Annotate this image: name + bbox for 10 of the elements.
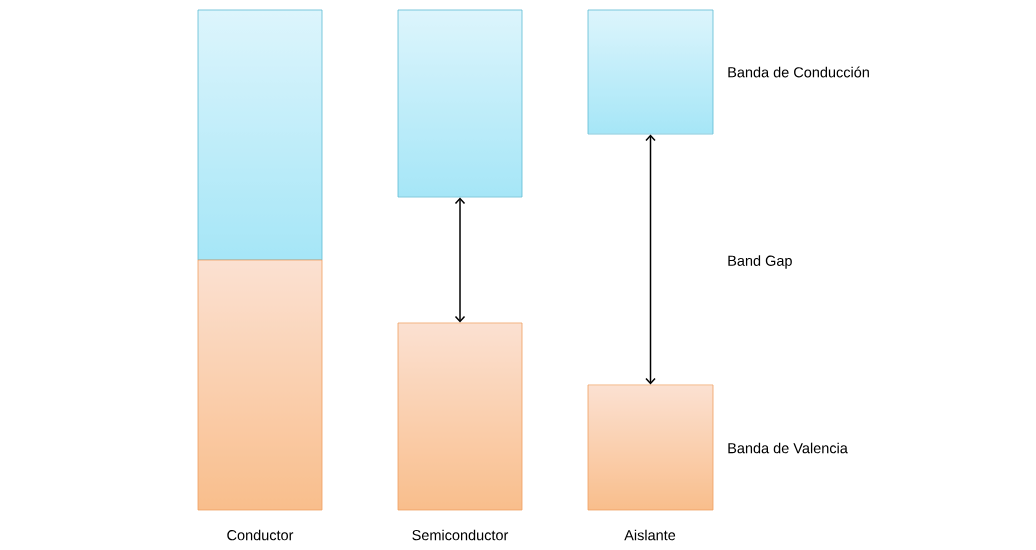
band-box — [397, 9, 523, 198]
double-arrow — [454, 197, 466, 323]
band-box — [587, 9, 714, 135]
double-arrow — [645, 134, 656, 385]
band-box — [587, 384, 714, 511]
band-box — [197, 259, 323, 511]
band-label: Aislante — [624, 529, 676, 541]
band-label: Band Gap — [728, 255, 792, 269]
band-box — [197, 9, 323, 261]
band-box — [397, 322, 523, 511]
